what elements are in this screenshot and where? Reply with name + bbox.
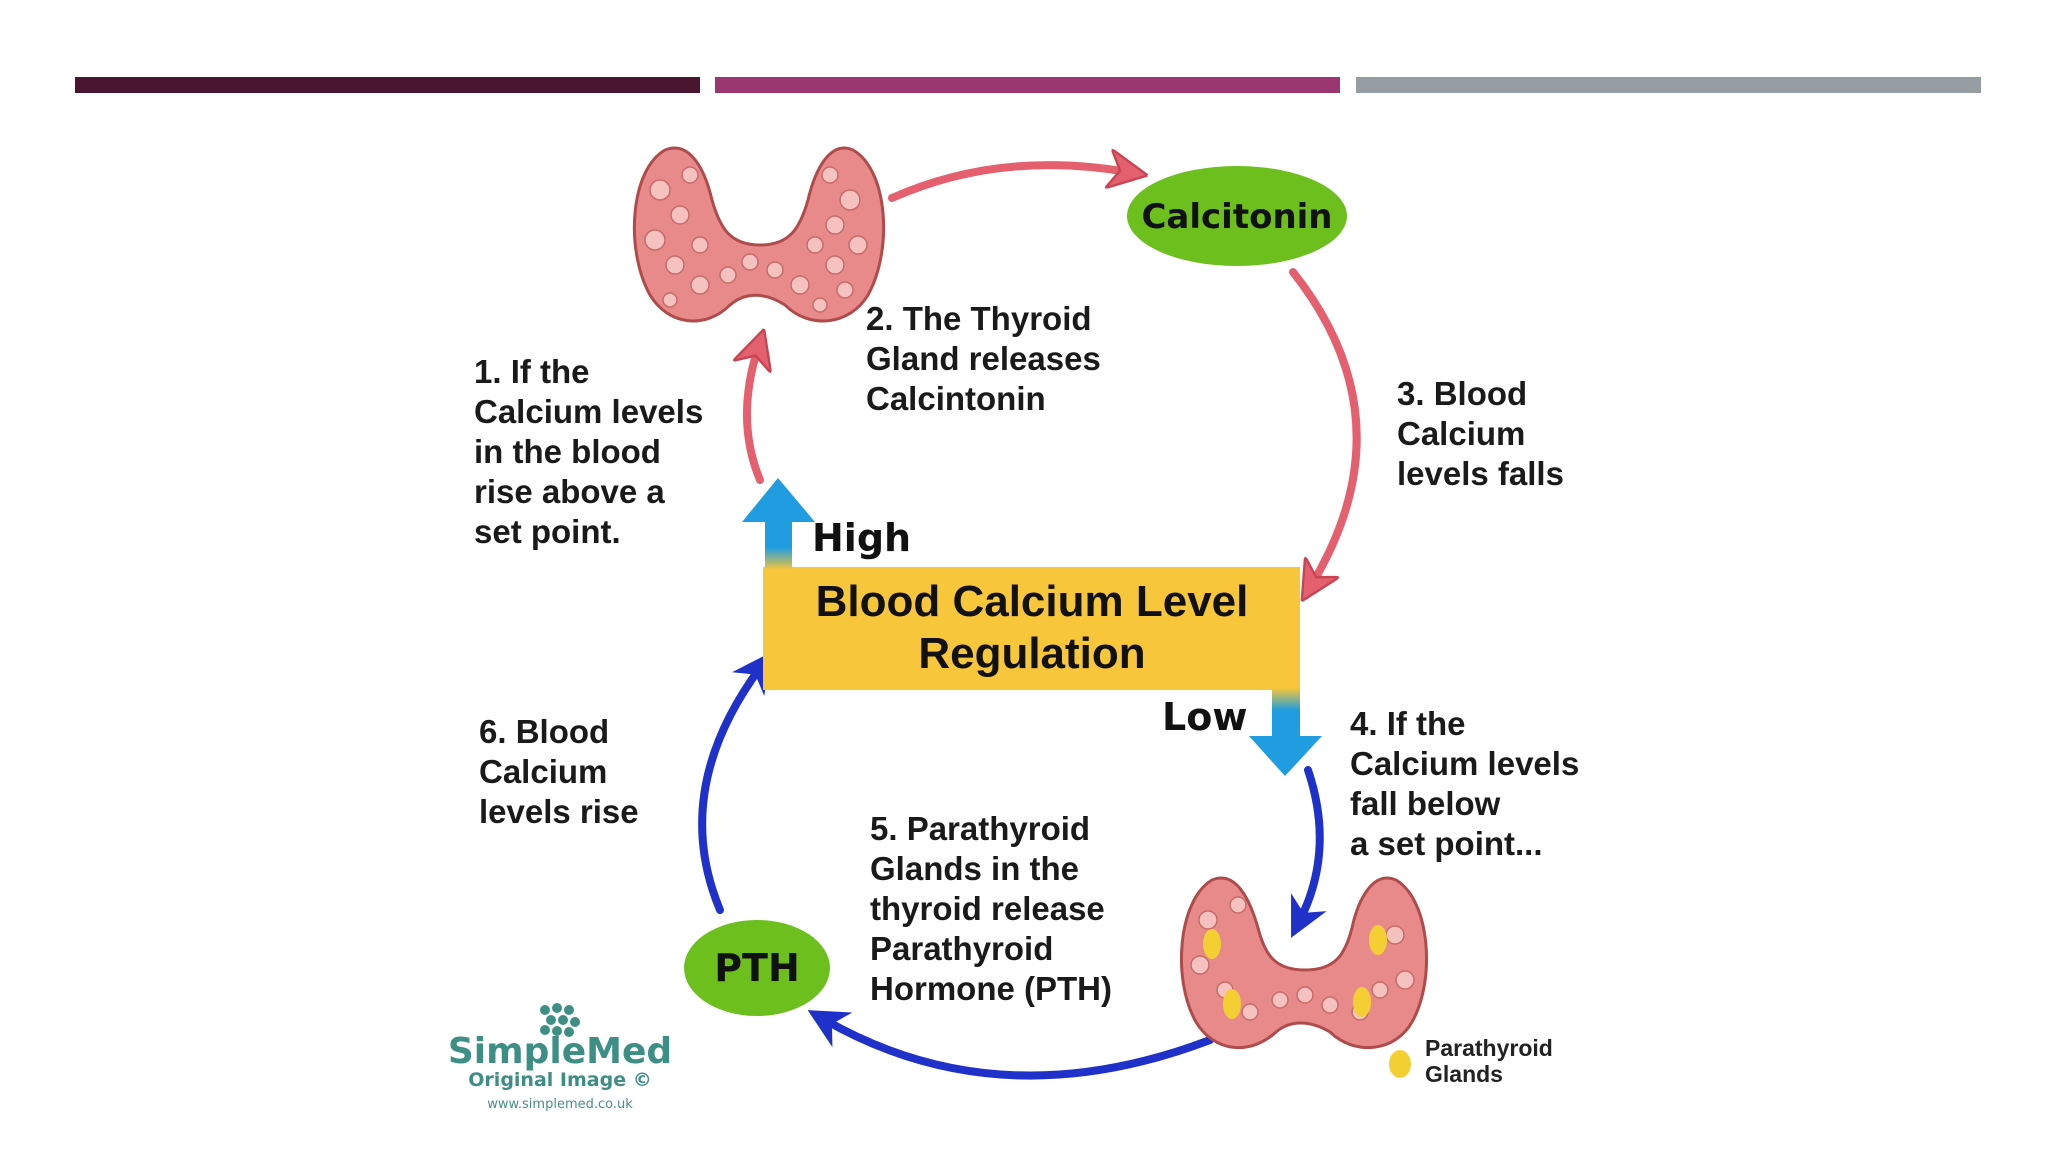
center-title-line2: Regulation — [918, 629, 1145, 678]
arrow-parathyroid-to-pth — [807, 1010, 1214, 1080]
calcitonin-oval — [1127, 166, 1347, 266]
header-bar-1 — [75, 77, 700, 93]
legend-label-line2: Glands — [1425, 1061, 1503, 1087]
thyroid-with-parathyroid-icon — [1180, 876, 1428, 1050]
logo-subtitle: Original Image © — [468, 1069, 651, 1091]
step-4-text: 4. If the Calcium levels fall below a se… — [1350, 705, 1588, 862]
header-bar-3 — [1356, 77, 1981, 93]
center-title-box — [763, 567, 1300, 690]
legend-label-line1: Parathyroid — [1425, 1035, 1553, 1061]
step-2-text: 2. The Thyroid Gland releases Calcintoni… — [866, 300, 1110, 417]
low-label: Low — [1162, 695, 1247, 739]
parathyroid-spots — [1203, 925, 1387, 1019]
arrow-calcitonin-to-center — [1289, 268, 1361, 584]
center-title-line1: Blood Calcium Level — [816, 577, 1249, 626]
simplemed-logo-icon — [540, 1003, 580, 1037]
arrow-high-to-thyroid — [747, 348, 760, 484]
low-indicator-arrow — [1249, 688, 1322, 776]
calcitonin-label: Calcitonin — [1141, 197, 1332, 237]
arrow-thyroid-to-calcitonin — [888, 165, 1128, 202]
parathyroid-legend-swatch — [1389, 1050, 1411, 1078]
step-5-text: 5. Parathyroid Glands in the thyroid rel… — [870, 810, 1114, 1007]
logo-name: SimpleMed — [448, 1031, 672, 1072]
step-3-text: 3. Blood Calcium levels falls — [1397, 375, 1564, 492]
arrow-pth-to-center — [698, 651, 772, 914]
step-1-text: 1. If the Calcium levels in the blood ri… — [474, 353, 712, 550]
logo-url: www.simplemed.co.uk — [487, 1097, 633, 1112]
pth-label: PTH — [714, 946, 800, 990]
step-6-text: 6. Blood Calcium levels rise — [479, 713, 639, 830]
pth-oval — [684, 920, 830, 1016]
high-indicator-arrow — [742, 478, 815, 570]
arrow-low-to-parathyroid — [1291, 766, 1327, 938]
thyroid-gland-icon — [632, 146, 886, 323]
header-bar-2 — [715, 77, 1340, 93]
high-label: High — [812, 516, 911, 560]
